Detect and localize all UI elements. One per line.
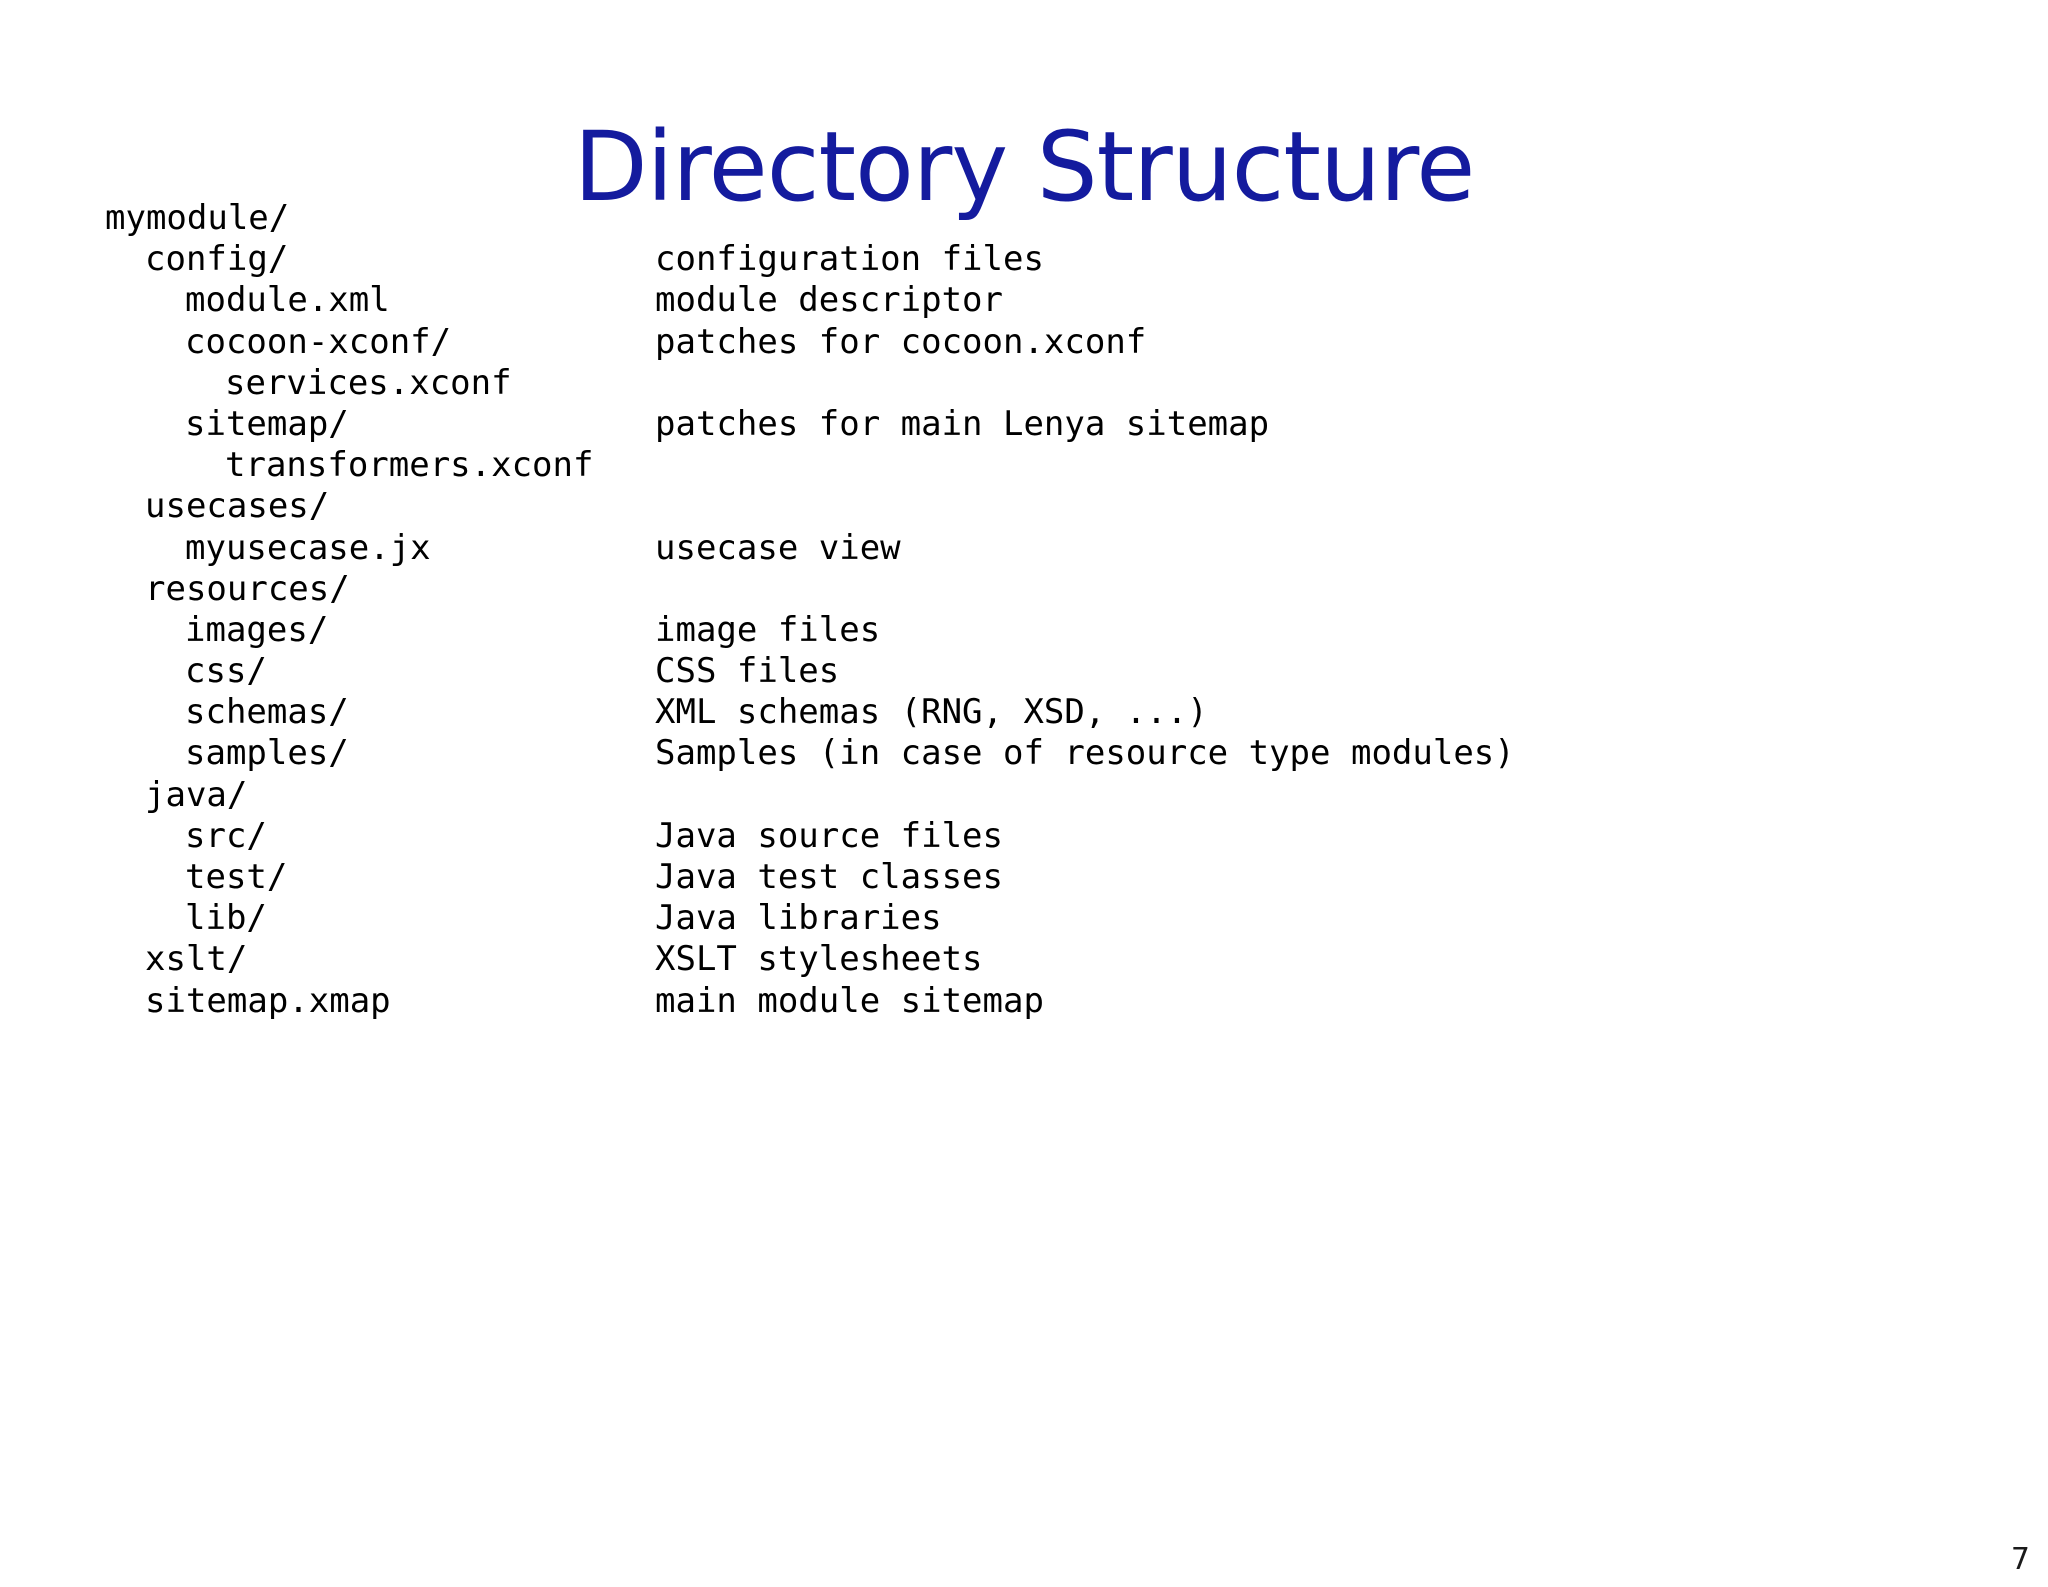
tree-path: resources/ <box>145 568 350 609</box>
tree-path: css/ <box>185 651 267 692</box>
tree-row: sitemap/patches for main Lenya sitemap <box>105 404 1965 445</box>
tree-path: images/ <box>185 609 329 650</box>
tree-row: xslt/XSLT stylesheets <box>105 939 1965 980</box>
tree-path: cocoon-xconf/ <box>185 321 452 362</box>
tree-row: java/ <box>105 775 1965 816</box>
tree-description: CSS files <box>655 651 840 692</box>
tree-description: Java source files <box>655 815 1003 856</box>
tree-description: patches for cocoon.xconf <box>655 321 1147 362</box>
tree-description: configuration files <box>655 239 1044 280</box>
tree-description: XSLT stylesheets <box>655 939 983 980</box>
tree-row: services.xconf <box>105 363 1965 404</box>
page-number: 7 <box>2010 1542 2030 1577</box>
tree-description: patches for main Lenya sitemap <box>655 403 1270 444</box>
tree-description: XML schemas (RNG, XSD, ...) <box>655 692 1208 733</box>
tree-description: image files <box>655 609 881 650</box>
tree-row: usecases/ <box>105 486 1965 527</box>
tree-row: config/configuration files <box>105 239 1965 280</box>
tree-path: usecases/ <box>145 486 330 527</box>
tree-path: samples/ <box>185 733 349 774</box>
tree-row: samples/Samples (in case of resource typ… <box>105 733 1965 774</box>
tree-path: module.xml <box>185 280 390 321</box>
tree-path: lib/ <box>185 898 267 939</box>
tree-row: images/image files <box>105 610 1965 651</box>
tree-row: transformers.xconf <box>105 445 1965 486</box>
tree-path: src/ <box>185 815 267 856</box>
tree-path: java/ <box>145 774 248 815</box>
tree-description: Samples (in case of resource type module… <box>655 733 1515 774</box>
tree-row: lib/Java libraries <box>105 898 1965 939</box>
tree-path: sitemap.xmap <box>145 980 391 1021</box>
tree-row: mymodule/ <box>105 198 1965 239</box>
tree-path: services.xconf <box>225 362 512 403</box>
tree-description: module descriptor <box>655 280 1003 321</box>
tree-row: resources/ <box>105 569 1965 610</box>
tree-path: transformers.xconf <box>225 445 594 486</box>
tree-description: main module sitemap <box>655 980 1044 1021</box>
tree-row: module.xml module descriptor <box>105 280 1965 321</box>
tree-path: xslt/ <box>145 939 248 980</box>
tree-row: test/Java test classes <box>105 857 1965 898</box>
tree-description: usecase view <box>655 527 901 568</box>
tree-row: css/CSS files <box>105 651 1965 692</box>
tree-row: src/Java source files <box>105 816 1965 857</box>
tree-row: cocoon-xconf/patches for cocoon.xconf <box>105 322 1965 363</box>
tree-description: Java test classes <box>655 857 1003 897</box>
tree-path: mymodule/ <box>105 198 290 238</box>
tree-path: myusecase.jx <box>185 527 431 568</box>
tree-row: myusecase.jx usecase view <box>105 528 1965 569</box>
tree-row: sitemap.xmap main module sitemap <box>105 981 1965 1022</box>
tree-path: test/ <box>185 857 288 897</box>
tree-row: schemas/XML schemas (RNG, XSD, ...) <box>105 692 1965 733</box>
tree-description: Java libraries <box>655 898 942 939</box>
tree-path: schemas/ <box>185 692 349 733</box>
tree-path: sitemap/ <box>185 403 349 444</box>
page-title: Directory Structure <box>573 111 1476 224</box>
tree-path: config/ <box>145 239 289 280</box>
